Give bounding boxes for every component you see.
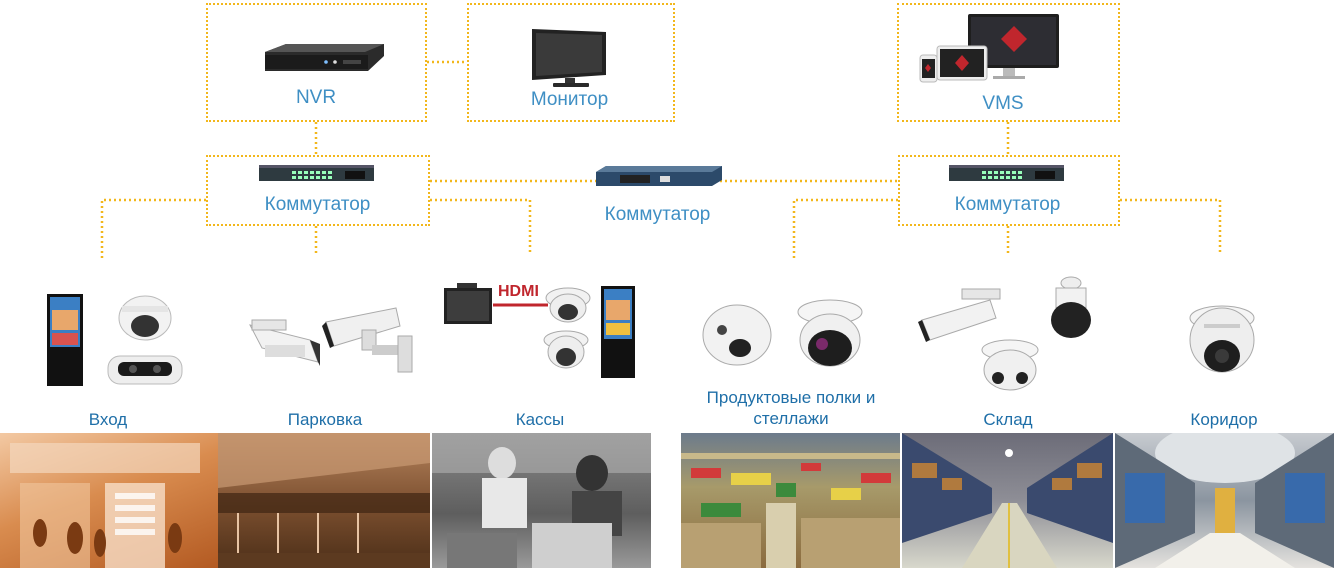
corridor-photo: [1115, 433, 1334, 568]
monitor-box: [467, 3, 675, 122]
nvr-box: [206, 3, 427, 122]
nvr-label: NVR: [295, 87, 337, 108]
entrance-photo: [0, 433, 218, 568]
zone-label-warehouse: Склад: [983, 410, 1033, 429]
parking-photo: [218, 433, 430, 568]
vms-label: VMS: [982, 93, 1024, 114]
line-drop-corridor: [1120, 198, 1222, 255]
zone-label-shelves: Продуктовые полки и стеллажи: [706, 388, 876, 428]
monitor-label: Монитор: [530, 89, 609, 110]
warehouse-photo: [902, 433, 1113, 568]
line-drop-checkout: [430, 198, 532, 255]
zone-label-corridor: Коридор: [1190, 410, 1258, 429]
zone-label-entrance: Вход: [88, 410, 128, 429]
vms-box: [897, 3, 1120, 122]
line-drop-shelves: [792, 198, 898, 258]
shelves-photo: [681, 433, 900, 568]
switch-right-label: Коммутатор: [954, 194, 1061, 215]
switch-right-box: [898, 155, 1120, 226]
checkout-photo: [432, 433, 651, 568]
switch-left-label: Коммутатор: [264, 194, 371, 215]
zone-label-checkout: Кассы: [515, 410, 565, 429]
switch-left-box: [206, 155, 430, 226]
hdmi-label: HDMI: [498, 283, 539, 300]
zone-label-parking: Парковка: [287, 410, 363, 429]
switch-center-label: Коммутатор: [604, 204, 711, 225]
line-drop-entrance: [100, 198, 206, 258]
